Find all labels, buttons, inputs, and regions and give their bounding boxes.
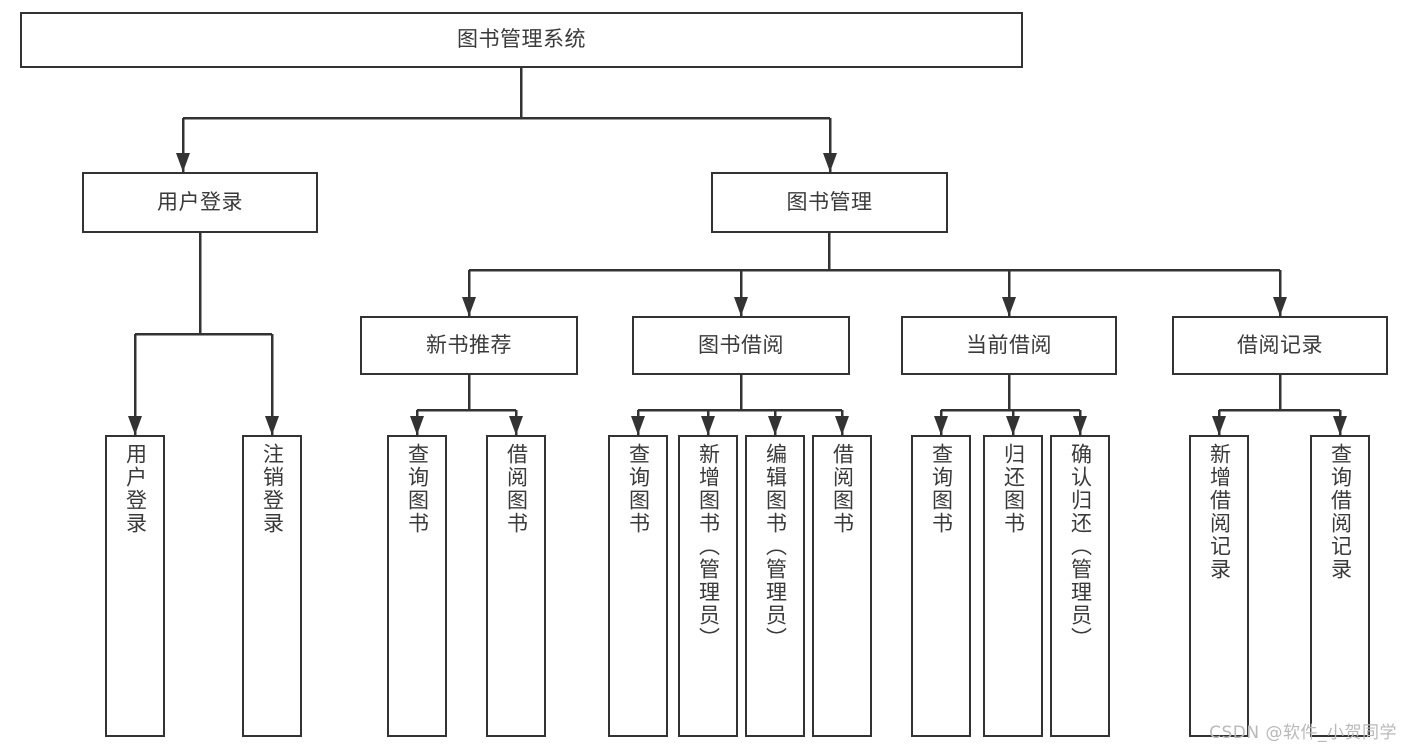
node-leaf-user-login[interactable]: 用户登录 <box>105 435 165 737</box>
node-label: 归还图书 <box>1001 443 1026 535</box>
arrow-head-icon <box>1002 297 1016 316</box>
node-leaf-borrow-book-rec[interactable]: 借阅图书 <box>486 435 546 737</box>
node-label: 确认归还（管理员） <box>1068 443 1093 650</box>
arrow-head-icon <box>1212 416 1226 435</box>
arrow-head-icon <box>701 416 715 435</box>
node-leaf-edit-book[interactable]: 编辑图书（管理员） <box>745 435 805 737</box>
node-label: 图书管理系统 <box>457 27 586 52</box>
node-label: 注销登录 <box>260 443 285 535</box>
node-leaf-borrow-book-b[interactable]: 借阅图书 <box>812 435 872 737</box>
node-label: 借阅图书 <box>830 443 855 535</box>
arrow-head-icon <box>823 153 837 172</box>
node-borrow-record[interactable]: 借阅记录 <box>1172 316 1388 375</box>
node-leaf-return-book[interactable]: 归还图书 <box>983 435 1043 737</box>
node-user-login[interactable]: 用户登录 <box>82 172 318 233</box>
arrow-head-icon <box>410 416 424 435</box>
node-leaf-query-book-rec[interactable]: 查询图书 <box>387 435 447 737</box>
arrow-head-icon <box>462 297 476 316</box>
node-label: 新增图书（管理员） <box>696 443 721 650</box>
node-book-borrow[interactable]: 图书借阅 <box>632 316 850 375</box>
node-label: 查询图书 <box>405 443 430 535</box>
node-leaf-query-record[interactable]: 查询借阅记录 <box>1310 435 1370 737</box>
arrow-head-icon <box>734 297 748 316</box>
node-leaf-query-book-b[interactable]: 查询图书 <box>608 435 668 737</box>
arrow-head-icon <box>509 416 523 435</box>
node-current-borrow[interactable]: 当前借阅 <box>901 316 1117 375</box>
node-new-book-recommend[interactable]: 新书推荐 <box>360 316 578 375</box>
csdn-watermark: CSDN @软件_小贺同学 <box>1209 723 1397 743</box>
node-label: 查询图书 <box>626 443 651 535</box>
node-leaf-add-book[interactable]: 新增图书（管理员） <box>678 435 738 737</box>
arrow-head-icon <box>1273 297 1287 316</box>
node-leaf-confirm-return[interactable]: 确认归还（管理员） <box>1050 435 1110 737</box>
node-leaf-logout[interactable]: 注销登录 <box>242 435 302 737</box>
arrow-head-icon <box>265 416 279 435</box>
node-book-manage[interactable]: 图书管理 <box>711 172 948 233</box>
node-label: 查询借阅记录 <box>1328 443 1353 581</box>
node-label: 图书管理 <box>786 189 873 214</box>
arrow-head-icon <box>176 153 190 172</box>
arrow-head-icon <box>1073 416 1087 435</box>
arrow-head-icon <box>1333 416 1347 435</box>
node-label: 借阅记录 <box>1237 332 1323 357</box>
node-label: 用户登录 <box>157 189 243 214</box>
node-label: 新增借阅记录 <box>1207 443 1232 581</box>
arrow-head-icon <box>768 416 782 435</box>
arrow-head-icon <box>128 416 142 435</box>
arrow-head-icon <box>835 416 849 435</box>
node-root[interactable]: 图书管理系统 <box>20 12 1023 68</box>
node-label: 编辑图书（管理员） <box>763 443 788 650</box>
arrow-head-icon <box>934 416 948 435</box>
node-label: 当前借阅 <box>966 332 1052 357</box>
node-label: 用户登录 <box>123 443 148 535</box>
node-label: 图书借阅 <box>698 332 784 357</box>
arrow-head-icon <box>1006 416 1020 435</box>
node-leaf-add-record[interactable]: 新增借阅记录 <box>1189 435 1249 737</box>
node-leaf-query-book-c[interactable]: 查询图书 <box>911 435 971 737</box>
arrow-head-icon <box>631 416 645 435</box>
node-label: 查询图书 <box>929 443 954 535</box>
node-label: 借阅图书 <box>504 443 529 535</box>
node-label: 新书推荐 <box>426 332 512 357</box>
